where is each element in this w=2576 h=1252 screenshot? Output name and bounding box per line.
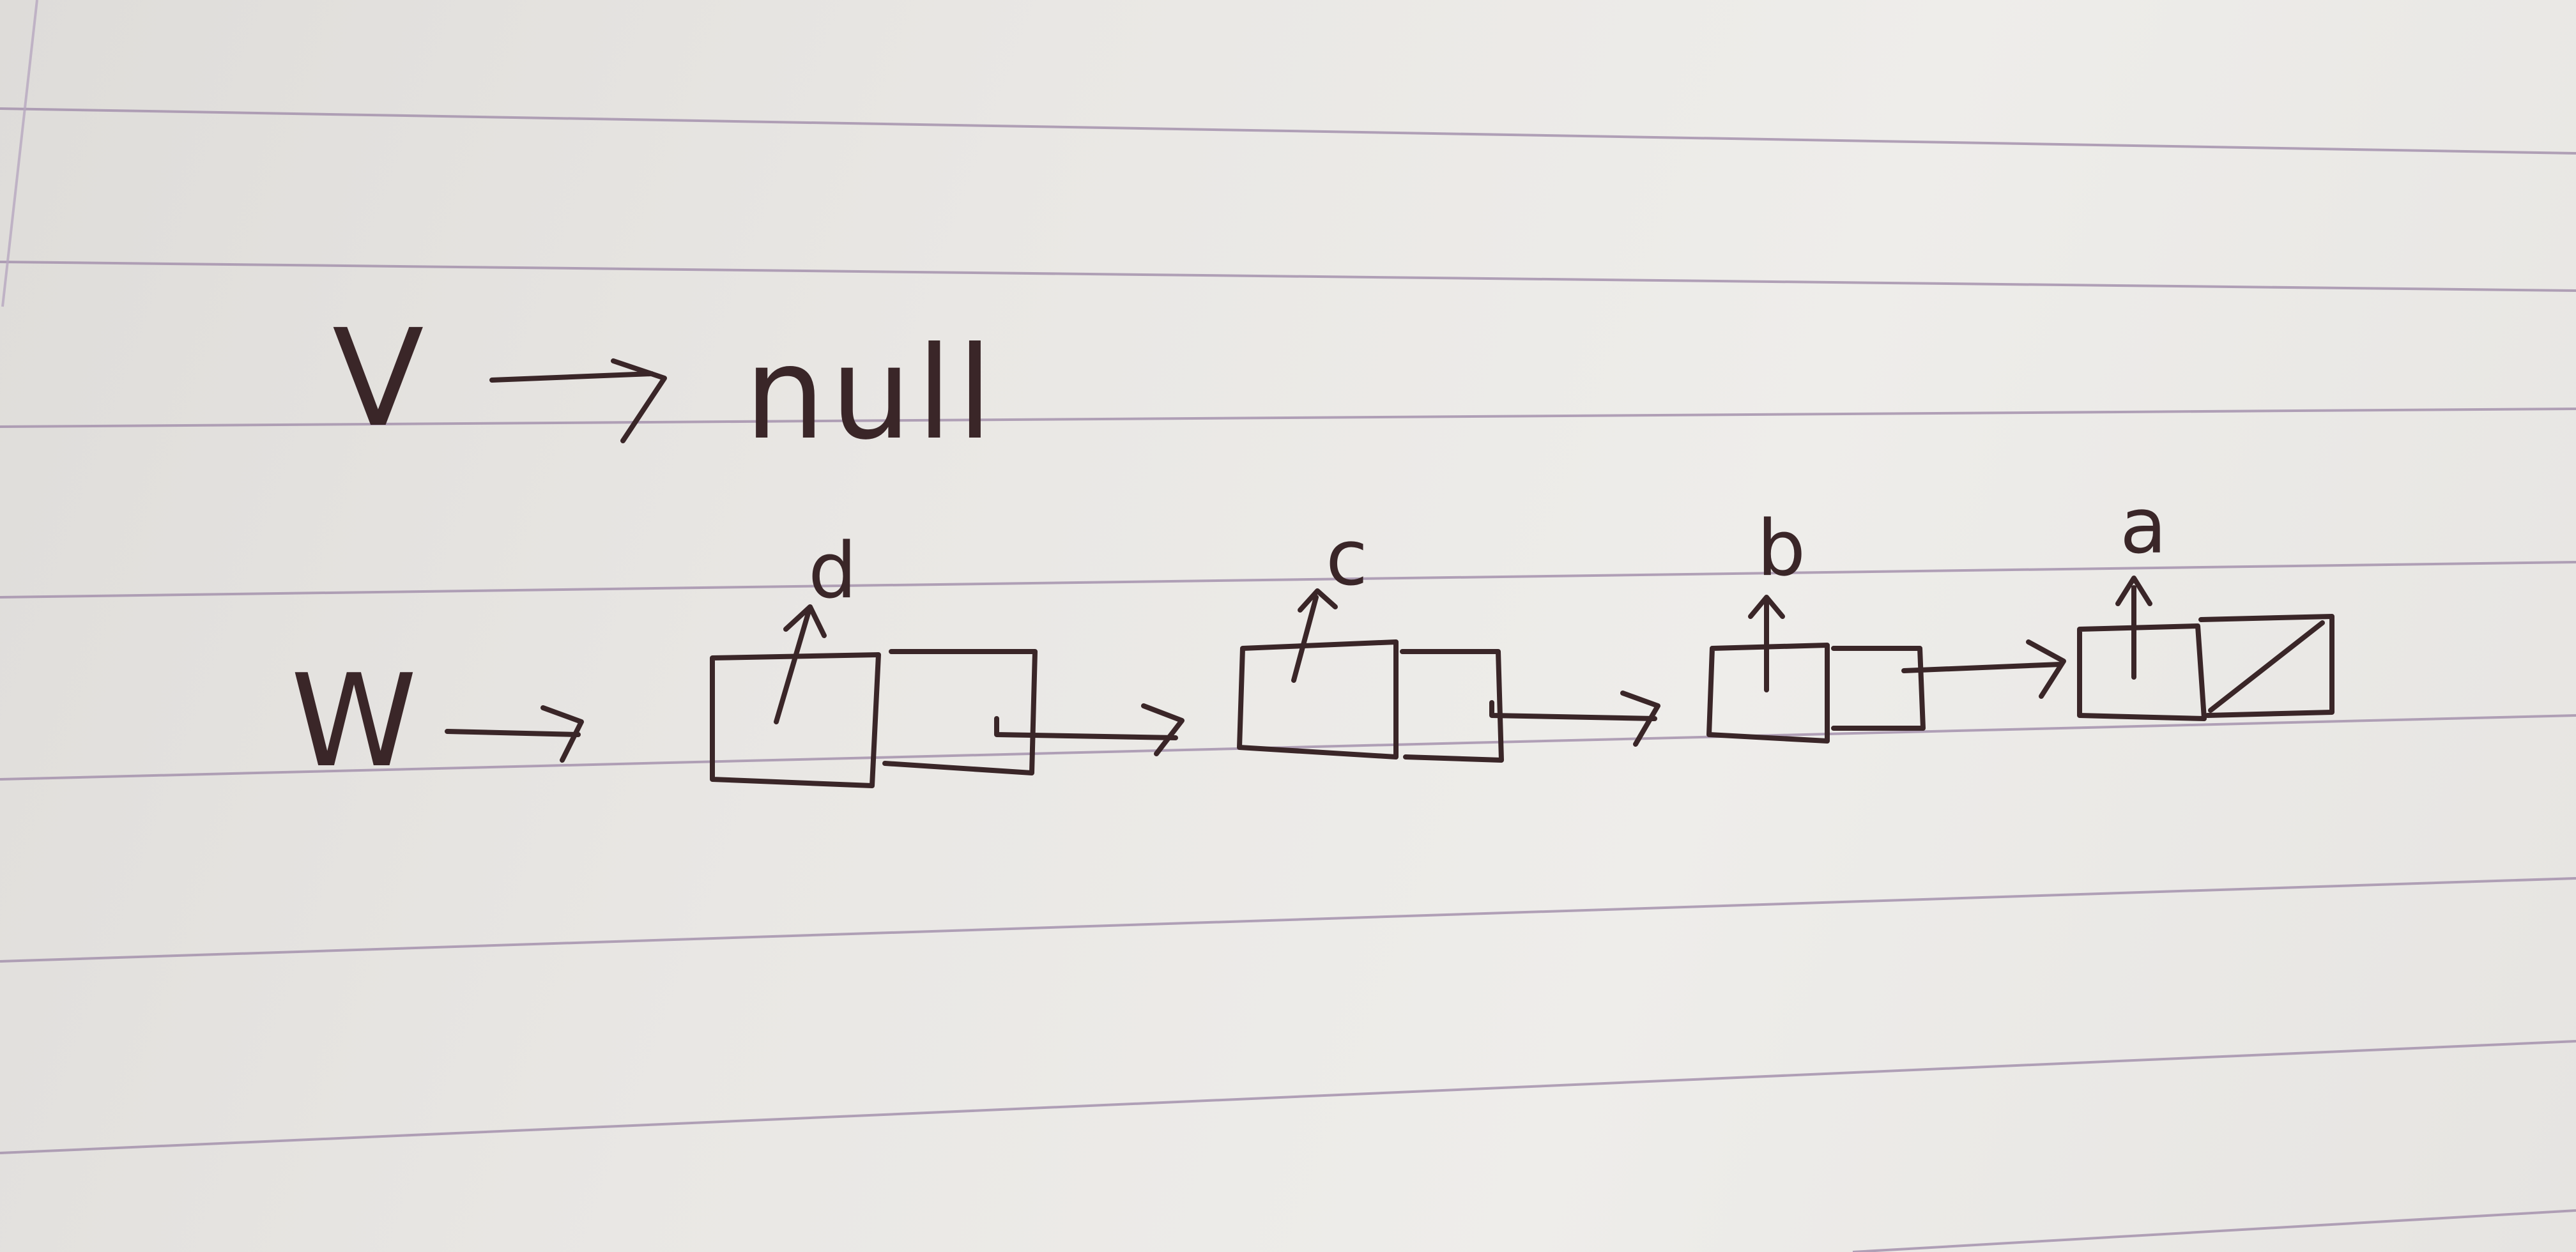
ruled-line (1852, 1209, 2576, 1252)
margin-line (1, 0, 38, 307)
node-pointer-cell (1400, 649, 1504, 763)
node-pointer-cell (882, 649, 1038, 775)
variable-w-label: W (291, 647, 417, 796)
next-pointer-arrow (994, 703, 1184, 756)
node-data-cell (1237, 639, 1399, 760)
arrow-v-to-null (489, 358, 667, 443)
data-pointer-arrow (1748, 595, 1785, 692)
variable-v-label: V (332, 300, 424, 457)
node-data-cell (710, 652, 881, 788)
list-node: a (2077, 482, 2334, 721)
node-pointer-cell (1831, 646, 1926, 731)
ruled-line (0, 877, 2576, 963)
ruled-line (0, 1040, 2576, 1154)
node-label-b: b (1757, 505, 1805, 593)
arrow-w-to-list (445, 705, 584, 763)
node-label-c: c (1326, 514, 1368, 603)
node-label-a: a (2120, 482, 2167, 571)
node-data-cell (2077, 623, 2207, 721)
ruled-line (0, 261, 2576, 292)
ruled-line (0, 714, 2576, 781)
next-pointer-arrow (1901, 639, 2066, 699)
null-label: null (744, 319, 998, 468)
variable-w-group: W (291, 647, 584, 796)
data-pointer-arrow (1291, 588, 1338, 683)
data-pointer-arrow (774, 604, 827, 724)
data-pointer-arrow (2115, 576, 2152, 680)
ruled-line (0, 107, 2576, 155)
node-pointer-cell (2198, 614, 2334, 718)
list-node: c (1237, 514, 1660, 763)
variable-v-group: V null (332, 300, 998, 468)
node-label-d: d (808, 527, 857, 616)
ruled-line (0, 408, 2576, 428)
list-node: d (710, 527, 1184, 788)
next-pointer-arrow (1489, 691, 1660, 747)
null-pointer-slash (2208, 620, 2325, 713)
node-data-cell (1706, 643, 1830, 744)
list-node: b (1706, 505, 2066, 744)
ruled-line (0, 561, 2576, 599)
